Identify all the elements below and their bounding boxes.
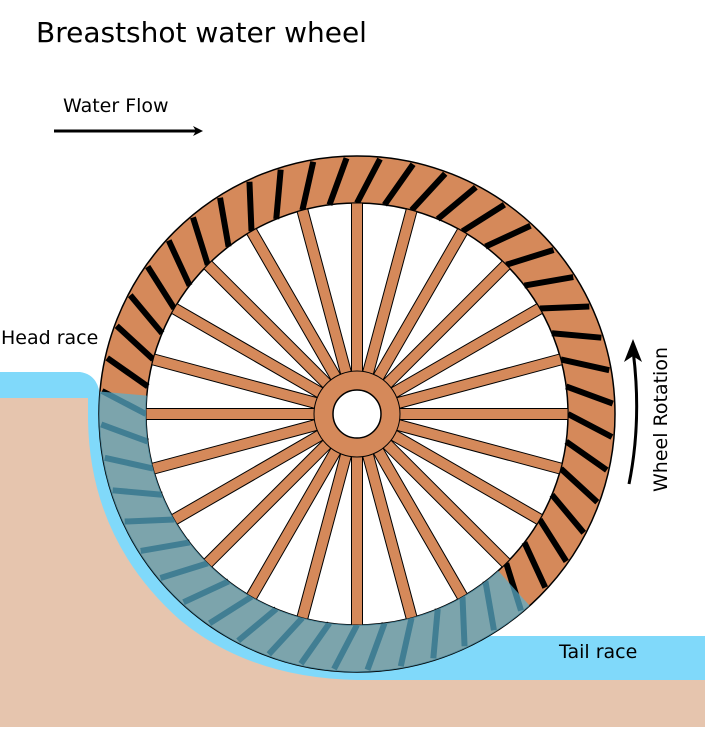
- tail-race-label: Tail race: [559, 641, 638, 663]
- wheel-paddle: [127, 293, 165, 336]
- wheel-paddle: [409, 171, 448, 213]
- wheel-paddle: [382, 162, 416, 207]
- wheel-paddle: [560, 356, 610, 374]
- wheel-paddle: [551, 330, 602, 341]
- wheel-paddle: [354, 157, 383, 205]
- wheel-paddle: [558, 466, 600, 505]
- wheel-spoke: [393, 408, 569, 420]
- wheel-rotation-arrow: [627, 349, 639, 485]
- wheel-paddle: [523, 274, 574, 289]
- wheel-spoke: [145, 408, 321, 420]
- water-flow-label: Water Flow: [63, 95, 169, 117]
- wheel-paddle: [460, 202, 507, 234]
- wheel-paddle: [566, 411, 614, 440]
- wheel-paddle: [435, 184, 478, 222]
- wheel-paddle: [105, 355, 150, 389]
- wheel-paddle: [114, 323, 156, 362]
- wheel-spoke: [351, 202, 363, 378]
- water-wheel: [98, 155, 616, 673]
- wheel-paddle: [565, 383, 614, 407]
- ground: [0, 398, 705, 727]
- wheel-paddle: [145, 264, 177, 311]
- head-race-label: Head race: [1, 327, 99, 349]
- water-channel: [0, 372, 705, 680]
- wheel-paddle: [326, 157, 350, 206]
- wheel-paddle: [273, 169, 284, 220]
- wheel-paddle: [217, 197, 232, 248]
- wheel-paddle: [549, 492, 587, 535]
- wheel-paddle: [190, 216, 211, 266]
- wheel-paddle: [521, 541, 548, 589]
- wheel-paddle: [505, 247, 555, 268]
- wheel-paddle: [564, 439, 609, 473]
- wheel-paddle: [484, 223, 532, 250]
- wheel-paddle: [299, 161, 317, 211]
- submerged-water: [99, 391, 530, 672]
- diagram-title: Breastshot water wheel: [36, 16, 367, 49]
- wheel-paddle: [246, 181, 255, 232]
- wheel-paddle: [166, 239, 193, 287]
- wheel-paddle: [537, 517, 569, 564]
- wheel-paddle: [539, 303, 590, 312]
- wheel-axle-hole: [332, 389, 382, 439]
- rotation-arrowhead: [624, 339, 642, 362]
- wheel-rotation-label: Wheel Rotation: [650, 347, 672, 492]
- wheel-spoke: [351, 450, 363, 626]
